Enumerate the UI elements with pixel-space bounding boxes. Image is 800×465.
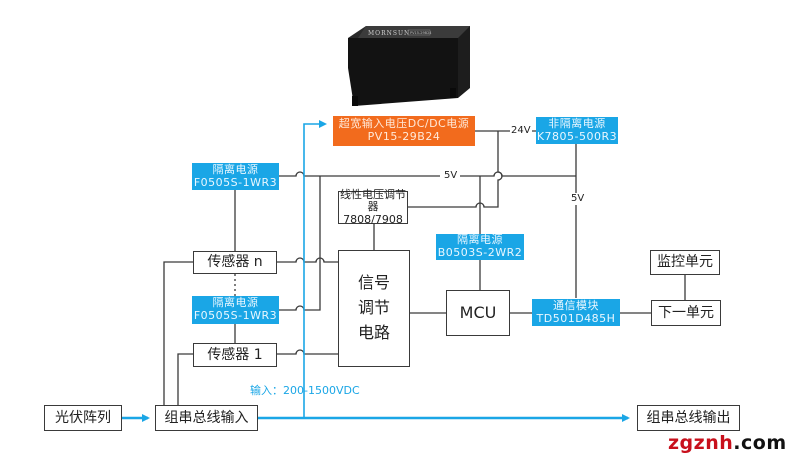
wire-bus-sensor-1 — [177, 353, 193, 405]
signal-line2: 调节 — [357, 298, 390, 318]
iso-mid-model: F0505S-1WR3 — [193, 309, 278, 322]
iso-mcu-model: B0503S-2WR2 — [437, 246, 523, 259]
linreg-model: 7808/7908 — [343, 212, 403, 226]
wire-5v-bus — [272, 171, 576, 177]
pv-array-box: 光伏阵列 — [44, 405, 122, 431]
dcdc-model: PV15-29B24 — [367, 130, 441, 143]
sensor-1-box: 传感器 1 — [193, 343, 277, 367]
pv-array-label: 光伏阵列 — [55, 409, 111, 426]
dcdc-title: 超宽输入电压DC/DC电源 — [338, 117, 470, 131]
isolated-power-top-box: 隔离电源 F0505S-1WR3 — [192, 163, 279, 190]
mcu-label: MCU — [459, 302, 497, 322]
next-unit-box: 下一单元 — [651, 300, 721, 326]
nonisolated-power-box: 非隔离电源 K7805-500R3 — [536, 117, 618, 144]
linear-regulator-box: 线性电压调节器 7808/7908 — [338, 187, 408, 226]
watermark-black: .com — [733, 432, 787, 454]
isolated-power-mid-box: 隔离电源 F0505S-1WR3 — [192, 296, 279, 324]
iso-top-model: F0505S-1WR3 — [193, 175, 278, 189]
nonisolated-model: K7805-500R3 — [536, 129, 618, 143]
product-brand-text: MORNSUN — [368, 30, 410, 37]
power-module-product-image: MORNSUN PV15-29B24 — [348, 26, 470, 106]
comm-title: 通信模块 — [553, 298, 599, 312]
dcdc-power-box: 超宽输入电压DC/DC电源 PV15-29B24 — [333, 116, 475, 146]
signal-line1: 信号 — [357, 273, 390, 293]
label-24v: 24V — [510, 125, 532, 136]
site-watermark: zgznh.com — [668, 432, 787, 454]
bus-input-box: 组串总线输入 — [155, 405, 258, 431]
wire-sensor-n-signal — [277, 257, 338, 263]
linreg-title: 线性电压调节器 — [340, 187, 406, 214]
signal-conditioning-box: 信号 调节 电路 — [338, 250, 410, 367]
wire-5v-iso-mid — [272, 176, 321, 311]
mcu-box: MCU — [446, 290, 510, 336]
sensor-n-box: 传感器 n — [193, 251, 277, 274]
iso-mcu-title: 隔离电源 — [457, 233, 503, 247]
bus-output-box: 组串总线输出 — [637, 405, 740, 431]
isolated-power-mcu-box: 隔离电源 B0503S-2WR2 — [436, 234, 524, 260]
bus-input-label: 组串总线输入 — [164, 409, 249, 426]
label-5v-vertical: 5V — [570, 193, 586, 204]
nonisolated-title: 非隔离电源 — [548, 116, 606, 130]
iso-mid-title: 隔离电源 — [212, 296, 259, 310]
iso-top-title: 隔离电源 — [212, 162, 259, 176]
watermark-red: zgznh — [668, 432, 734, 454]
sensor-n-label: 传感器 n — [207, 254, 263, 271]
wire-sensor-1-signal — [277, 349, 338, 355]
monitor-label: 监控单元 — [657, 254, 713, 271]
wire-bus-sensor-n — [163, 261, 193, 405]
label-input-voltage-range: 输入：200-1500VDC — [250, 384, 360, 397]
signal-line3: 电路 — [357, 322, 390, 342]
sensor-1-label: 传感器 1 — [207, 346, 263, 363]
comm-module-box: 通信模块 TD501D485H — [532, 299, 620, 326]
svg-text:PV15-29B24: PV15-29B24 — [410, 31, 432, 35]
label-5v-bus: 5V — [443, 170, 459, 181]
blue-input-feed — [303, 120, 327, 418]
comm-model: TD501D485H — [536, 311, 616, 325]
next-unit-label: 下一单元 — [658, 304, 714, 321]
monitor-unit-box: 监控单元 — [650, 250, 720, 275]
bus-output-label: 组串总线输出 — [646, 409, 731, 426]
